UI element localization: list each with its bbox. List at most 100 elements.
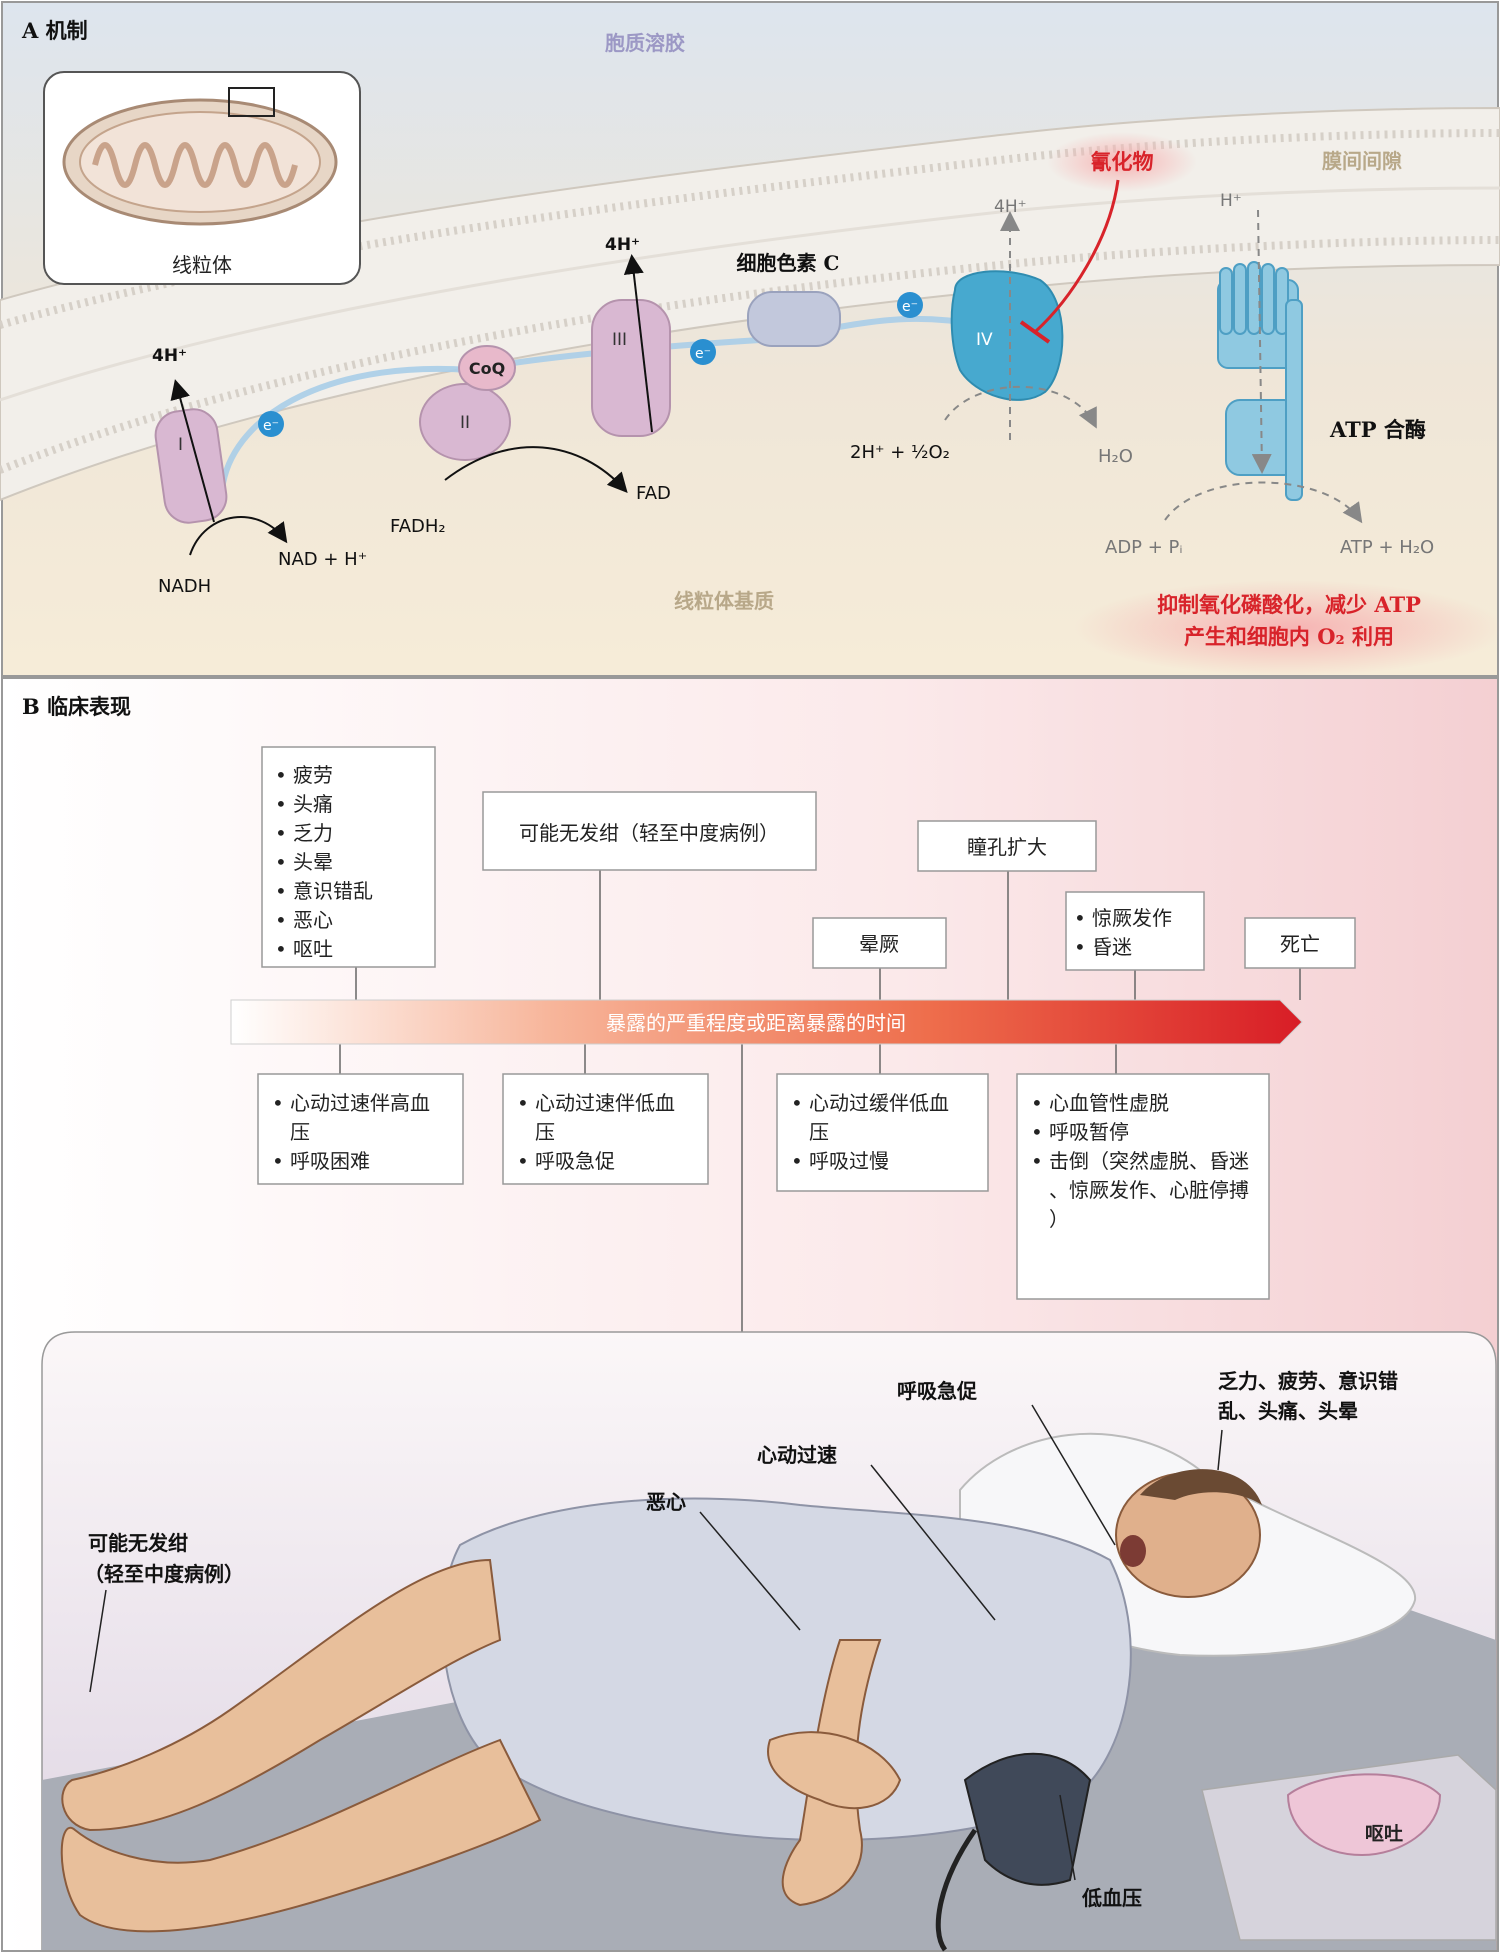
emesis-basin-icon bbox=[1201, 1754, 1497, 1941]
cytochrome-c: 细胞色素 C e⁻ bbox=[737, 251, 923, 347]
list-item: 惊厥发作 bbox=[1092, 906, 1172, 930]
bullet-icon: • bbox=[275, 908, 287, 932]
cytochrome-c-label: 细胞色素 C bbox=[737, 251, 840, 275]
illus-weakness-line1: 乏力、疲劳、意识错 bbox=[1218, 1369, 1398, 1393]
list-item: 呼吸困难 bbox=[290, 1149, 370, 1173]
complex-iv-label: IV bbox=[976, 330, 993, 350]
bullet-icon: • bbox=[1074, 935, 1086, 959]
list-item: 呕吐 bbox=[293, 937, 333, 961]
list-item: 头痛 bbox=[293, 792, 333, 816]
blood-pressure-cuff-icon bbox=[963, 1752, 1092, 1886]
list-item: 心动过速伴低血 bbox=[535, 1091, 675, 1115]
proton-4h-complex-iii: 4H⁺ bbox=[605, 235, 640, 255]
electron-path bbox=[219, 315, 981, 491]
illus-cyanosis-line2: （轻至中度病例） bbox=[84, 1562, 244, 1586]
intermembrane-label: 膜间间隙 bbox=[1321, 149, 1402, 173]
list-item: 呼吸暂停 bbox=[1049, 1120, 1129, 1144]
illus-tachypnea: 呼吸急促 bbox=[897, 1379, 978, 1403]
mitochondrion-caption: 线粒体 bbox=[172, 253, 232, 277]
bullet-icon: • bbox=[272, 1091, 284, 1115]
list-item: 心动过速伴高血 bbox=[290, 1091, 430, 1115]
death-box: 死亡 bbox=[1244, 917, 1356, 969]
cyanide: 氰化物 bbox=[1019, 132, 1197, 344]
proton-h-atp: H⁺ bbox=[1220, 191, 1242, 211]
mydriasis-box: 瞳孔扩大 bbox=[917, 820, 1097, 872]
complex-i: I 4H⁺ NADH NAD + H⁺ e⁻ bbox=[152, 346, 367, 597]
bullet-icon: • bbox=[791, 1091, 803, 1115]
list-item: 、惊厥发作、心脏停搏 bbox=[1049, 1178, 1249, 1202]
electron-icon-3 bbox=[897, 292, 923, 318]
list-item: 压 bbox=[809, 1120, 829, 1144]
coq-icon bbox=[458, 345, 516, 391]
below-box-4-list: •心血管性虚脱•呼吸暂停•击倒（突然虚脱、昏迷、惊厥发作、心脏停搏） bbox=[1031, 1091, 1249, 1231]
bullet-icon: • bbox=[517, 1091, 529, 1115]
list-item: 昏迷 bbox=[1092, 935, 1132, 959]
atp-label: ATP + H₂O bbox=[1340, 537, 1434, 558]
mitochondrion-inset: 线粒体 bbox=[43, 71, 361, 285]
proton-4h-complex-iv: 4H⁺ bbox=[994, 197, 1027, 217]
bullet-icon: • bbox=[272, 1149, 284, 1173]
inhibition-icon bbox=[1019, 320, 1051, 344]
bullet-icon: • bbox=[275, 792, 287, 816]
list-item: 疲劳 bbox=[293, 763, 333, 787]
electron-icon-2 bbox=[690, 339, 716, 365]
complex-iii: III 4H⁺ e⁻ bbox=[591, 235, 716, 437]
list-item: 头晕 bbox=[293, 850, 333, 874]
fadh2-label: FADH₂ bbox=[390, 516, 446, 537]
panel-a: A 机制 胞质溶胶 膜间间隙 线粒体基质 线粒体 I 4H⁺ NADH N bbox=[0, 1, 1500, 677]
atp-synthase: H⁺ ATP 合酶 ADP + Pᵢ ATP + H₂O bbox=[1105, 191, 1434, 558]
panel-b-label: B 临床表现 bbox=[22, 694, 131, 719]
illus-weakness-line2: 乱、头痛、头晕 bbox=[1218, 1399, 1358, 1423]
mitochondrion-icon bbox=[62, 87, 338, 226]
death-text: 死亡 bbox=[1280, 932, 1320, 956]
complex-ii-label: II bbox=[460, 413, 470, 433]
illus-nausea: 恶心 bbox=[646, 1490, 686, 1514]
list-item: ） bbox=[1049, 1207, 1069, 1231]
mydriasis-text: 瞳孔扩大 bbox=[967, 835, 1047, 859]
early-symptoms-box: •疲劳•头痛•乏力•头晕•意识错乱•恶心•呕吐 bbox=[261, 746, 436, 968]
electron-label-2: e⁻ bbox=[695, 346, 711, 362]
complex-iii-label: III bbox=[612, 330, 627, 350]
bullet-icon: • bbox=[1074, 906, 1086, 930]
proton-4h-complex-i: 4H⁺ bbox=[152, 346, 187, 366]
bullet-icon: • bbox=[791, 1149, 803, 1173]
illus-hypotension: 低血压 bbox=[1081, 1886, 1142, 1910]
list-item: 意识错乱 bbox=[293, 879, 373, 903]
bullet-icon: • bbox=[275, 821, 287, 845]
patient-legs-icon bbox=[61, 1558, 502, 1832]
bullet-icon: • bbox=[275, 937, 287, 961]
illus-cyanosis-line1: 可能无发绀 bbox=[88, 1531, 188, 1555]
electron-label-1: e⁻ bbox=[263, 418, 279, 434]
complex-iv: IV 4H⁺ 2H⁺ + ½O₂ H₂O bbox=[850, 197, 1133, 467]
panel-a-label: A 机制 bbox=[21, 18, 88, 43]
syncope-text: 晕厥 bbox=[859, 932, 899, 956]
bullet-icon: • bbox=[275, 850, 287, 874]
below-box-4: •心血管性虚脱•呼吸暂停•击倒（突然虚脱、昏迷、惊厥发作、心脏停搏） bbox=[1016, 1073, 1270, 1300]
cyanide-label: 氰化物 bbox=[1091, 149, 1154, 174]
panel-b: B 临床表现 暴露的严重程度或距离暴露的时间 •疲劳•头痛•乏力•头晕•意识错乱… bbox=[1, 677, 1499, 1952]
fad-label: FAD bbox=[636, 483, 671, 504]
illustration-leaders bbox=[89, 1404, 1223, 1881]
illus-vomiting: 呕吐 bbox=[1365, 1823, 1403, 1845]
no-cyanosis-text: 可能无发绀（轻至中度病例） bbox=[519, 821, 779, 845]
illus-tachycardia: 心动过速 bbox=[757, 1443, 837, 1467]
bullet-icon: • bbox=[1031, 1149, 1043, 1173]
effect-line-2: 产生和细胞内 O₂ 利用 bbox=[1184, 624, 1394, 649]
electron-label-3: e⁻ bbox=[902, 299, 918, 315]
atp-synthase-label: ATP 合酶 bbox=[1329, 417, 1426, 442]
no-cyanosis-box: 可能无发绀（轻至中度病例） bbox=[482, 791, 817, 871]
bullet-icon: • bbox=[1031, 1091, 1043, 1115]
atp-synthase-rotor-icon bbox=[1219, 261, 1289, 335]
electron-icon bbox=[258, 411, 284, 437]
timeline-arrow: 暴露的严重程度或距离暴露的时间 bbox=[230, 999, 1303, 1045]
seizure-coma-list: •惊厥发作•昏迷 bbox=[1074, 906, 1172, 959]
list-item: 压 bbox=[290, 1120, 310, 1144]
nadh-label: NADH bbox=[158, 576, 211, 597]
effect-line-1: 抑制氧化磷酸化，减少 ATP bbox=[1157, 592, 1421, 617]
